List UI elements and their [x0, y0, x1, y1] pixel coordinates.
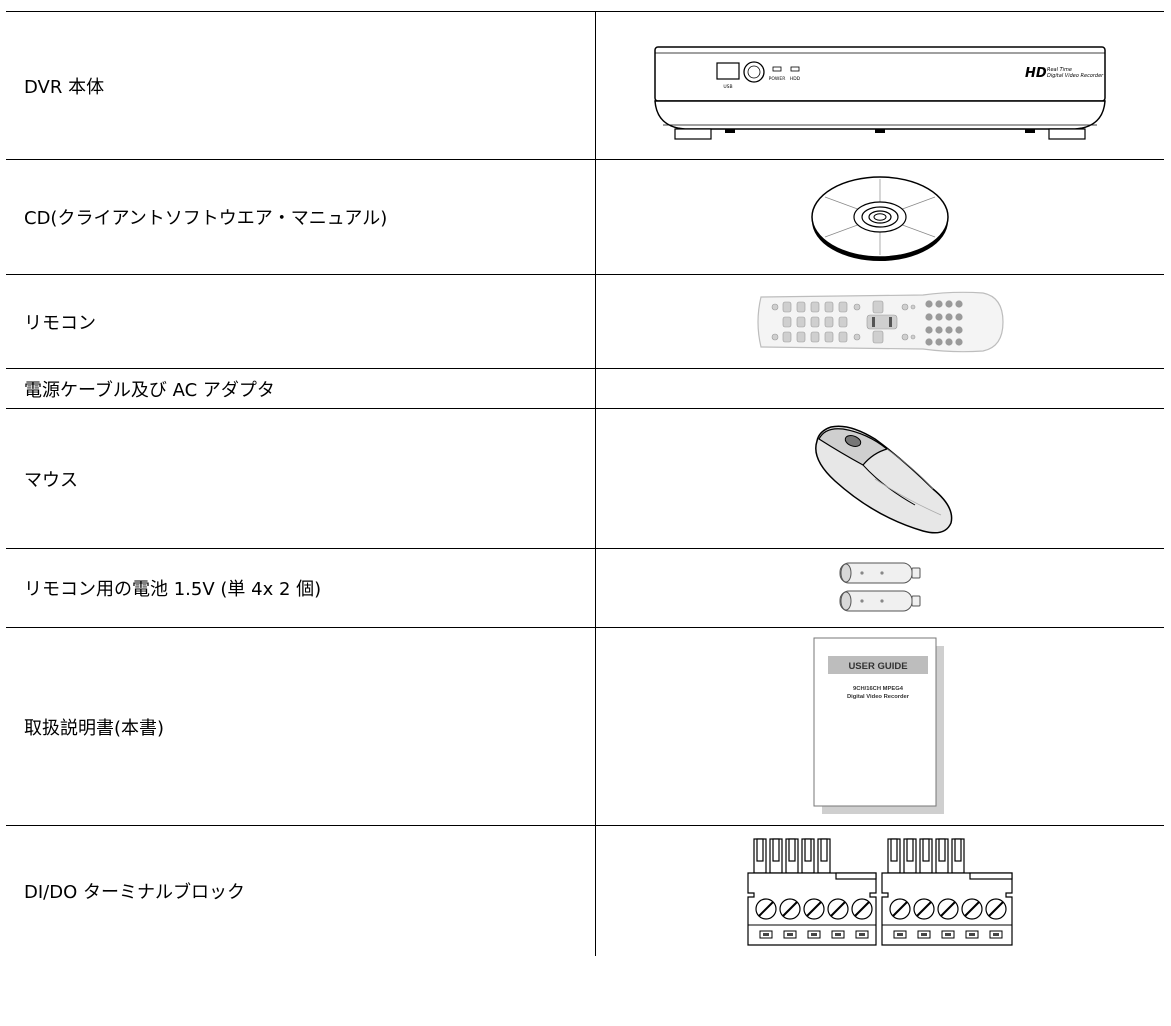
- item-image-cell: [596, 160, 1164, 274]
- table-row: リモコン用の電池 1.5V (単 4x 2 個): [6, 549, 1164, 628]
- terminal-block-icon: [747, 838, 1013, 946]
- item-label: 取扱説明書(本書): [6, 628, 596, 825]
- table-row: 取扱説明書(本書) USER GUIDE 9CH/16CH MPEG4 Digi…: [6, 628, 1164, 826]
- item-label: リモコン: [6, 275, 596, 368]
- svg-text:9CH/16CH MPEG4: 9CH/16CH MPEG4: [853, 686, 904, 692]
- svg-text:HDD: HDD: [790, 76, 801, 82]
- item-image-cell: [596, 275, 1164, 368]
- item-image-cell: [596, 549, 1164, 627]
- svg-text:Real Time: Real Time: [1047, 67, 1072, 73]
- table-row: 電源ケーブル及び AC アダプタ: [6, 369, 1164, 409]
- manual-book-icon: USER GUIDE 9CH/16CH MPEG4 Digital Video …: [813, 637, 944, 814]
- item-label: DI/DO ターミナルブロック: [6, 826, 596, 956]
- accessories-table: DVR 本体 USB POWER HDD HD: [6, 11, 1164, 956]
- dvr-unit-icon: USB POWER HDD HD Real Time Digital Video…: [654, 45, 1106, 140]
- svg-text:Digital Video Recorder: Digital Video Recorder: [1047, 73, 1104, 79]
- item-image-cell: USER GUIDE 9CH/16CH MPEG4 Digital Video …: [596, 628, 1164, 825]
- item-image-cell: [596, 826, 1164, 956]
- mouse-icon: [815, 425, 953, 533]
- svg-text:USER GUIDE: USER GUIDE: [848, 661, 907, 672]
- item-label: 電源ケーブル及び AC アダプタ: [6, 369, 596, 408]
- table-row: リモコン: [6, 275, 1164, 369]
- table-row: DVR 本体 USB POWER HDD HD: [6, 12, 1164, 160]
- svg-text:USB: USB: [723, 84, 732, 90]
- item-label: DVR 本体: [6, 12, 596, 159]
- item-label: リモコン用の電池 1.5V (単 4x 2 個): [6, 549, 596, 627]
- table-row: マウス: [6, 409, 1164, 549]
- item-image-cell: USB POWER HDD HD Real Time Digital Video…: [596, 12, 1164, 159]
- item-label: CD(クライアントソフトウエア・マニュアル): [6, 160, 596, 274]
- item-label: マウス: [6, 409, 596, 548]
- item-image-cell: [596, 369, 1164, 408]
- battery-icon: [839, 562, 921, 612]
- remote-control-icon: [757, 291, 1004, 352]
- table-row: DI/DO ターミナルブロック: [6, 826, 1164, 956]
- svg-text:Digital Video Recorder: Digital Video Recorder: [847, 694, 910, 700]
- svg-text:POWER: POWER: [769, 76, 786, 82]
- cd-disc-icon: [811, 176, 949, 261]
- svg-text:HD: HD: [1025, 66, 1047, 81]
- item-image-cell: [596, 409, 1164, 548]
- table-row: CD(クライアントソフトウエア・マニュアル): [6, 160, 1164, 275]
